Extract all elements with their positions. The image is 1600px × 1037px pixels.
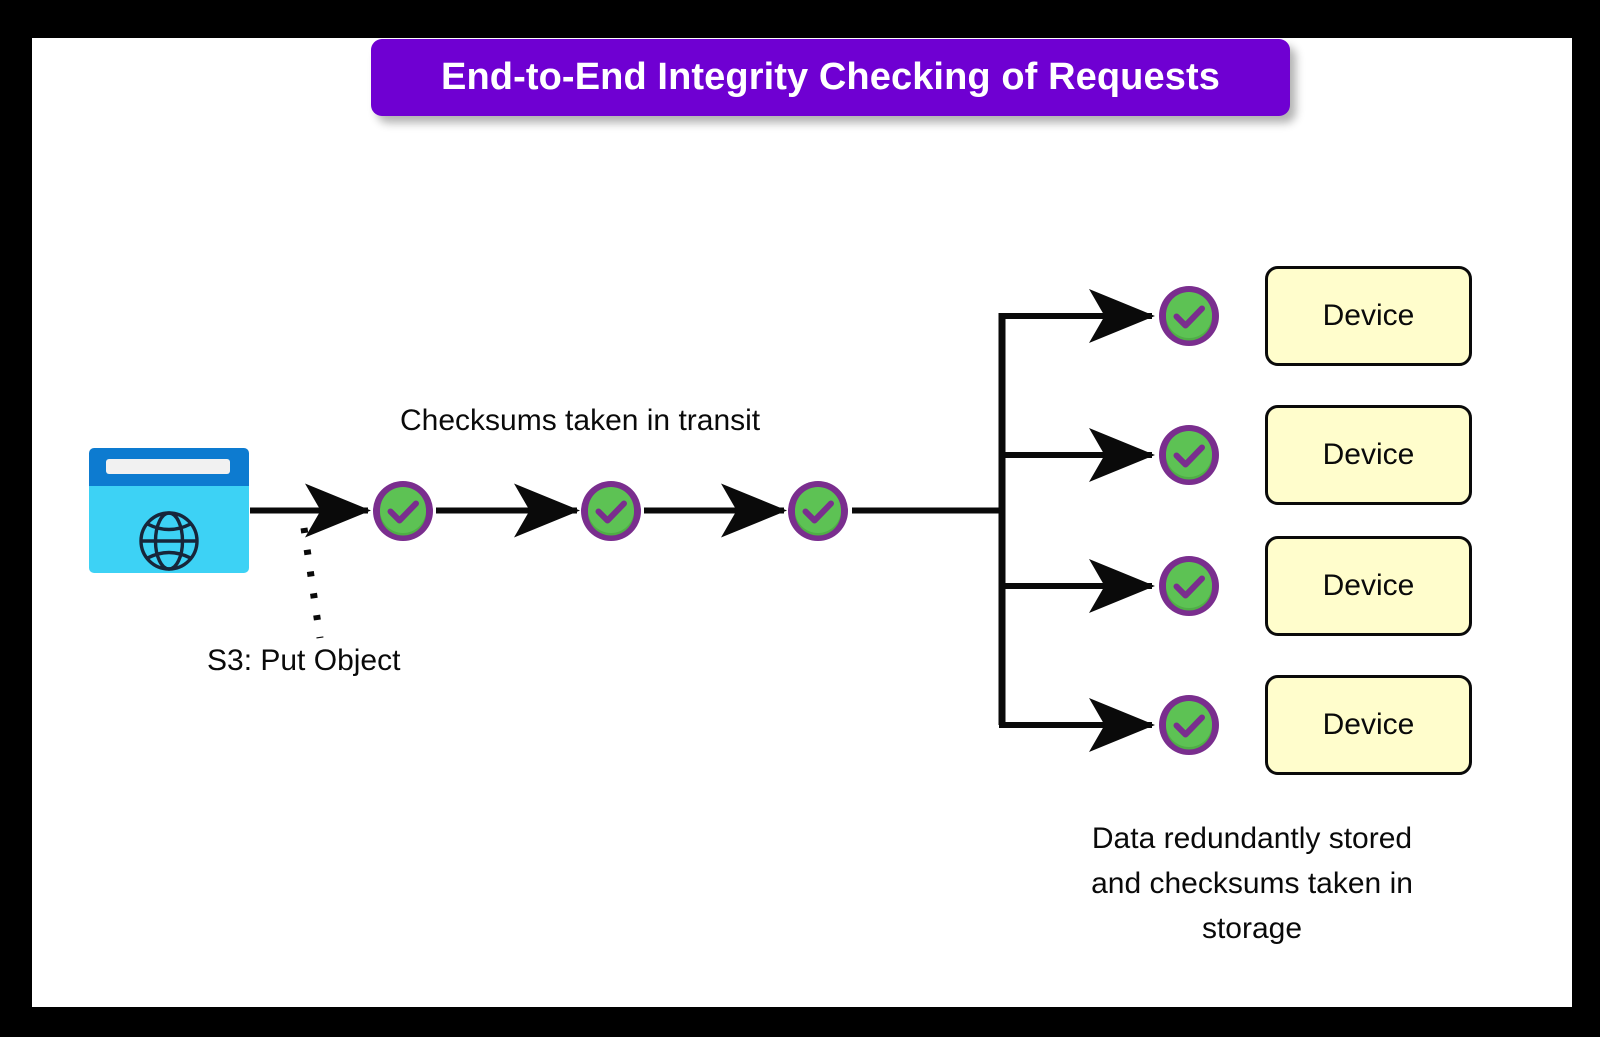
page-title: End-to-End Integrity Checking of Request… bbox=[441, 56, 1220, 98]
green-check-badge-icon bbox=[581, 481, 641, 541]
green-check-badge-icon bbox=[788, 481, 848, 541]
device-box: Device bbox=[1265, 266, 1472, 366]
storage-caption: Data redundantly stored and checksums ta… bbox=[1052, 816, 1452, 951]
globe-icon bbox=[139, 511, 199, 571]
green-check-badge-icon bbox=[1159, 286, 1219, 346]
device-label: Device bbox=[1322, 299, 1415, 332]
storage-caption-line-3: storage bbox=[1201, 912, 1303, 945]
connector-lines bbox=[250, 289, 1155, 752]
device-label: Device bbox=[1322, 569, 1415, 602]
device-box: Device bbox=[1265, 536, 1472, 636]
checksums-in-transit-label: Checksums taken in transit bbox=[400, 404, 761, 437]
green-check-badge-icon bbox=[1159, 695, 1219, 755]
browser-address-bar bbox=[106, 459, 230, 474]
web-browser-icon bbox=[89, 448, 249, 573]
green-check-badge-icon bbox=[373, 481, 433, 541]
diagram-title-banner: End-to-End Integrity Checking of Request… bbox=[371, 39, 1290, 116]
device-label: Device bbox=[1322, 708, 1415, 741]
storage-caption-line-1: Data redundantly stored bbox=[1091, 822, 1413, 855]
diagram-canvas: End-to-End Integrity Checking of Request… bbox=[32, 38, 1572, 1007]
dotted-leader-s3-label bbox=[300, 527, 324, 639]
device-label: Device bbox=[1322, 438, 1415, 471]
device-box: Device bbox=[1265, 405, 1472, 505]
s3-put-object-label: S3: Put Object bbox=[207, 644, 401, 677]
device-box: Device bbox=[1265, 675, 1472, 775]
green-check-badge-icon bbox=[1159, 425, 1219, 485]
green-check-badge-icon bbox=[1159, 556, 1219, 616]
storage-caption-line-2: and checksums taken in bbox=[1091, 867, 1413, 900]
